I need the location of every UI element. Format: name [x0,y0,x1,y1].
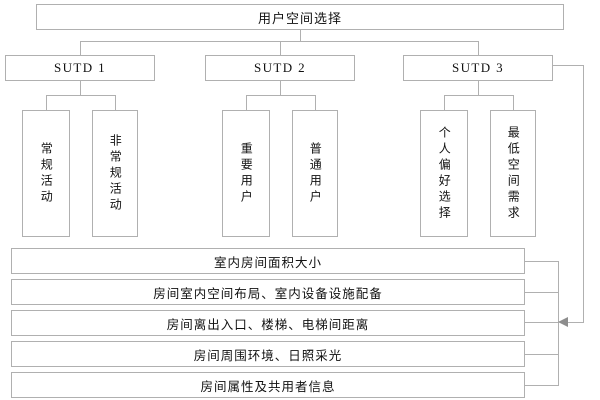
connector-sutd1-stem [80,81,81,95]
node-sutd3-child-2[interactable]: 最低空间需求 [490,110,536,237]
connector-feedback-right [583,65,584,323]
node-sutd3-child-1[interactable]: 个人偏好选择 [420,110,468,237]
connector-sutd1-child1 [46,95,47,110]
connector-bar1-stub [525,261,558,262]
connector-drop-sutd2 [280,41,281,55]
connector-drop-sutd3 [478,41,479,55]
connector-bar4-stub [525,354,558,355]
node-sutd-1[interactable]: SUTD 1 [5,55,155,81]
connector-sutd2-bus [246,95,315,96]
attribute-bar-4[interactable]: 房间周围环境、日照采光 [11,341,525,367]
connector-drop-sutd1 [80,41,81,55]
attribute-bar-3[interactable]: 房间离出入口、楼梯、电梯间距离 [11,310,525,336]
feedback-arrowhead-icon [558,317,568,327]
connector-bar5-stub [525,385,558,386]
connector-sutd1-child2 [115,95,116,110]
attribute-bar-1[interactable]: 室内房间面积大小 [11,248,525,274]
connector-sutd3-child2 [513,95,514,110]
node-sutd1-child-2[interactable]: 非常规活动 [92,110,138,237]
connector-sutd2-child2 [315,95,316,110]
node-sutd-3[interactable]: SUTD 3 [403,55,553,81]
connector-sutd2-stem [280,81,281,95]
connector-bar2-stub [525,292,558,293]
attribute-bar-5[interactable]: 房间属性及共用者信息 [11,372,525,398]
node-sutd-2[interactable]: SUTD 2 [205,55,355,81]
node-sutd1-child-1[interactable]: 常规活动 [22,110,70,237]
node-sutd2-child-1[interactable]: 重要用户 [222,110,270,237]
connector-sutd3-child1 [444,95,445,110]
connector-sutd3-stem [478,81,479,95]
connector-bar3-stub [525,322,558,323]
node-sutd2-child-2[interactable]: 普通用户 [292,110,338,237]
connector-feedback-bottom [568,322,583,323]
connector-root-stem [300,30,301,41]
connector-sutd3-bus [444,95,513,96]
connector-branch-bus [80,41,479,42]
node-root[interactable]: 用户空间选择 [36,4,564,30]
attribute-bar-2[interactable]: 房间室内空间布局、室内设备设施配备 [11,279,525,305]
connector-sutd1-bus [46,95,115,96]
connector-sutd2-child1 [246,95,247,110]
connector-feedback-top [553,65,583,66]
